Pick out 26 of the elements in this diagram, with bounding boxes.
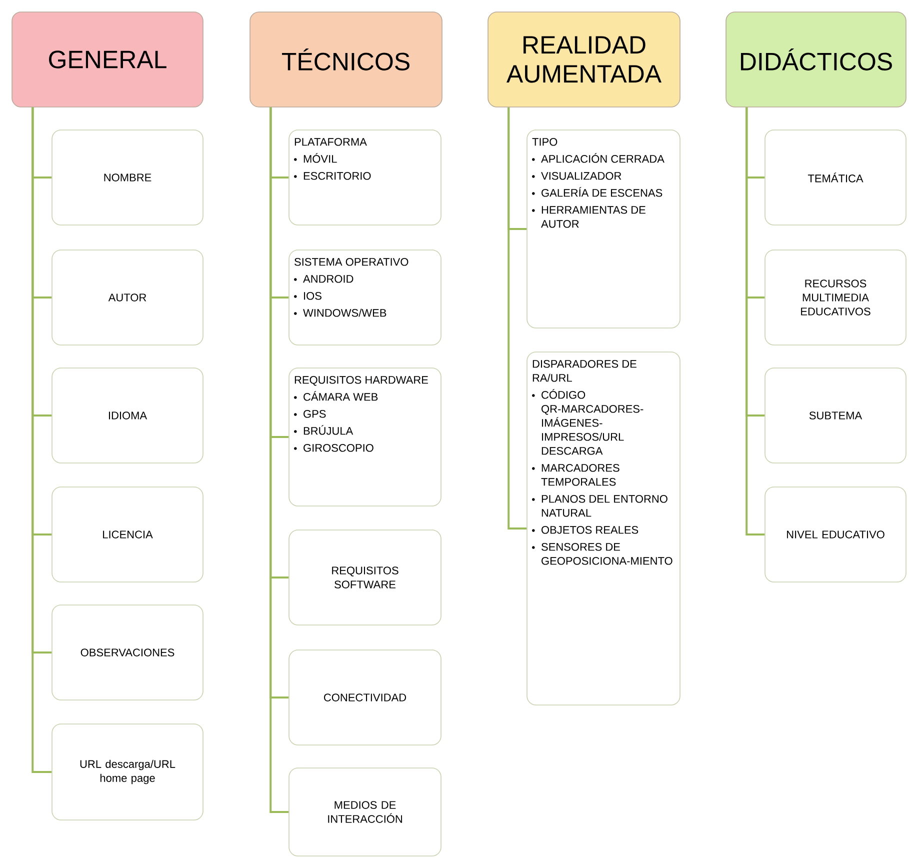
item-box: SUBTEMA	[764, 368, 906, 464]
item-box: REQUISITOS SOFTWARE	[288, 530, 442, 626]
item-box: AUTOR	[52, 250, 204, 346]
item-box: RECURSOS MULTIMEDIA EDUCATIVOS	[764, 250, 906, 346]
item-box: TEMÁTICA	[764, 130, 906, 226]
connector-line	[270, 107, 289, 813]
list-box: REQUISITOS HARDWARE CÁMARA WEB GPS BRÚJULA GIROSCOPIO	[288, 368, 442, 506]
item-box: NOMBRE	[52, 130, 204, 226]
item-box: LICENCIA	[52, 486, 204, 582]
item-box: CONECTIVIDAD	[288, 650, 442, 746]
connector-line	[746, 107, 765, 536]
item-box: NIVEL EDUCATIVO	[764, 486, 906, 582]
list-box: TIPO APLICACIÓN CERRADA VISUALIZADOR GALERÍA DE ESCENAS HERRAMIENTAS DE AUTOR	[526, 130, 680, 328]
list-box: DISPARADORES DE RA/URL CÓDIGO QR-MARCADORES-IMÁGENES-IMPRESOS/URL DESCARGA MARCADORES TEMPORALES PLANOS DEL ENTORNO NATURAL OBJETOS REALES SENSORES DE GEOPOSICIONA-MIENTO	[526, 352, 680, 706]
category-box: DIDÁCTICOS	[726, 12, 906, 108]
category-box: REALIDAD AUMENTADA	[488, 12, 680, 108]
connector-line	[32, 107, 52, 773]
item-box: URL descarga/URL home page	[52, 724, 204, 820]
list-box: SISTEMA OPERATIVO ANDROID IOS WINDOWS/WEB	[288, 250, 442, 346]
item-box: OBSERVACIONES	[52, 604, 204, 700]
item-box: MEDIOS DE INTERACCIÓN	[288, 768, 442, 856]
item-box: IDIOMA	[52, 368, 204, 464]
category-box: TÉCNICOS	[250, 12, 442, 108]
connector-line	[508, 107, 527, 530]
category-box: GENERAL	[12, 12, 204, 108]
list-box: PLATAFORMA MÓVIL ESCRITORIO	[288, 130, 442, 226]
